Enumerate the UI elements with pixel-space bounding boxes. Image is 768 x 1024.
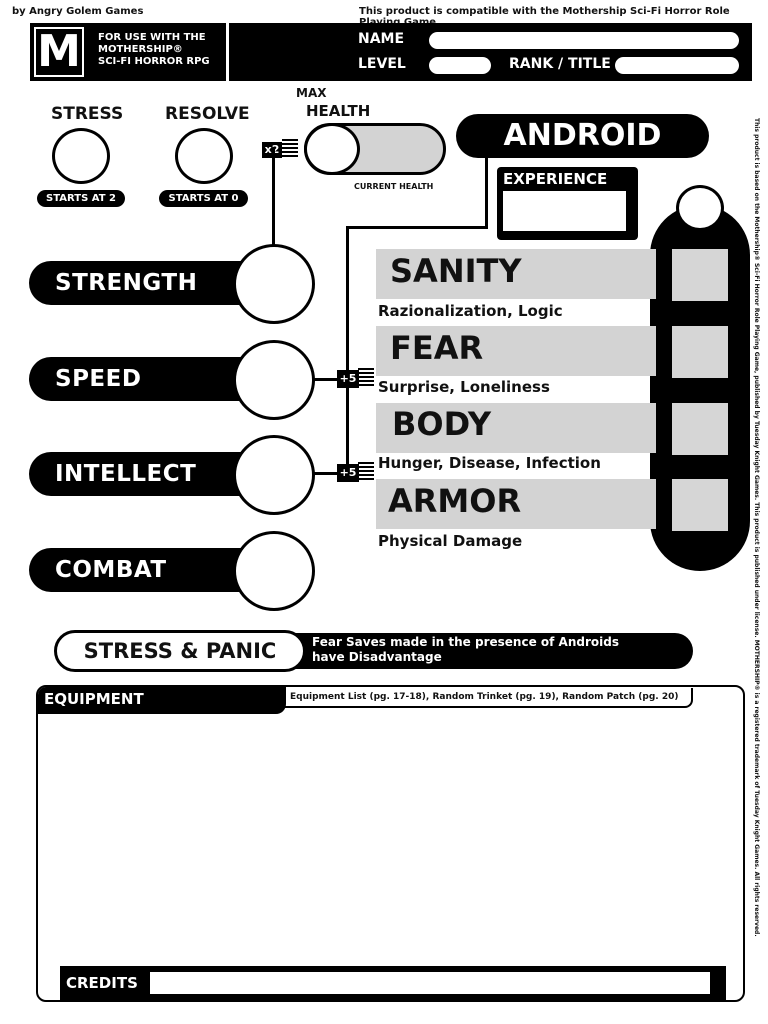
resolve-note: STARTS AT 0 xyxy=(159,190,248,207)
sanity-sub: Razionalization, Logic xyxy=(378,302,563,320)
publisher-credit: by Angry Golem Games xyxy=(12,6,144,17)
name-label: NAME xyxy=(358,31,405,47)
credits-field[interactable] xyxy=(150,972,710,994)
legal-notice: This product is based on the Mothership®… xyxy=(753,118,760,937)
experience-field[interactable] xyxy=(503,191,626,231)
intellect-circle[interactable] xyxy=(233,435,315,515)
class-connector-v2 xyxy=(346,226,349,474)
intellect-bonus-ticks xyxy=(358,462,374,482)
stress-label: STRESS xyxy=(51,104,124,124)
fear-box[interactable] xyxy=(672,326,728,378)
equipment-frame: EQUIPMENT Equipment List (pg. 17-18), Ra… xyxy=(36,685,745,1002)
resolve-label: RESOLVE xyxy=(165,104,250,124)
fear-sub: Surprise, Loneliness xyxy=(378,378,550,396)
class-name: ANDROID xyxy=(456,114,709,158)
intellect-bonus: +5 xyxy=(337,464,359,482)
header-divider xyxy=(226,23,229,81)
intellect-connector xyxy=(312,472,348,475)
experience-box: EXPERIENCE xyxy=(497,167,638,240)
stress-note: STARTS AT 2 xyxy=(37,190,125,207)
level-label: LEVEL xyxy=(358,56,406,72)
body-band xyxy=(376,403,656,453)
combat-label: COMBAT xyxy=(29,548,269,592)
strength-circle[interactable] xyxy=(233,244,315,324)
equipment-label: EQUIPMENT xyxy=(38,687,286,714)
strength-connector xyxy=(272,148,275,246)
armor-sub: Physical Damage xyxy=(378,532,523,550)
panic-text: Fear Saves made in the presence of Andro… xyxy=(312,635,619,664)
class-connector-h xyxy=(346,226,488,229)
multiplier-ticks xyxy=(282,139,298,159)
rank-label: RANK / TITLE xyxy=(509,56,611,72)
for-use-text: FOR USE WITH THE MOTHERSHIP® SCI-FI HORR… xyxy=(98,32,210,67)
health-label: HEALTH xyxy=(306,102,371,120)
sanity-box[interactable] xyxy=(672,249,728,301)
save-column-top-circle[interactable] xyxy=(676,185,724,231)
name-field[interactable] xyxy=(429,32,739,49)
credits-bar: CREDITS xyxy=(60,966,726,1000)
equipment-area[interactable] xyxy=(42,719,739,959)
rank-field[interactable] xyxy=(615,57,739,74)
combat-circle[interactable] xyxy=(233,531,315,611)
body-title: BODY xyxy=(392,405,491,443)
header-bar: M FOR USE WITH THE MOTHERSHIP® SCI-FI HO… xyxy=(30,23,752,81)
fear-band xyxy=(376,326,656,376)
strength-label: STRENGTH xyxy=(29,261,269,305)
armor-band xyxy=(376,479,656,529)
level-field[interactable] xyxy=(429,57,491,74)
class-connector-v1 xyxy=(485,150,488,228)
panic-banner: Fear Saves made in the presence of Andro… xyxy=(250,633,693,669)
speed-label: SPEED xyxy=(29,357,269,401)
body-box[interactable] xyxy=(672,403,728,455)
current-health-label: CURRENT HEALTH xyxy=(354,182,434,191)
speed-connector xyxy=(312,378,348,381)
health-max-label: MAX xyxy=(296,86,327,100)
mothership-logo: M xyxy=(34,27,84,77)
armor-title: ARMOR xyxy=(388,482,522,520)
resolve-circle[interactable] xyxy=(175,128,233,184)
experience-label: EXPERIENCE xyxy=(503,170,608,188)
speed-bonus: +5 xyxy=(337,370,359,388)
intellect-label: INTELLECT xyxy=(29,452,269,496)
stress-circle[interactable] xyxy=(52,128,110,184)
credits-label: CREDITS xyxy=(66,974,138,992)
equipment-refs: Equipment List (pg. 17-18), Random Trink… xyxy=(284,688,693,708)
sanity-title: SANITY xyxy=(390,252,522,290)
armor-box[interactable] xyxy=(672,479,728,531)
compatibility-note: This product is compatible with the Moth… xyxy=(359,6,730,28)
speed-bonus-ticks xyxy=(358,368,374,388)
panic-label: STRESS & PANIC xyxy=(54,630,306,672)
body-sub: Hunger, Disease, Infection xyxy=(378,454,601,472)
sanity-band xyxy=(376,249,656,299)
fear-title: FEAR xyxy=(390,329,484,367)
speed-circle[interactable] xyxy=(233,340,315,420)
max-health-circle[interactable] xyxy=(304,123,360,175)
